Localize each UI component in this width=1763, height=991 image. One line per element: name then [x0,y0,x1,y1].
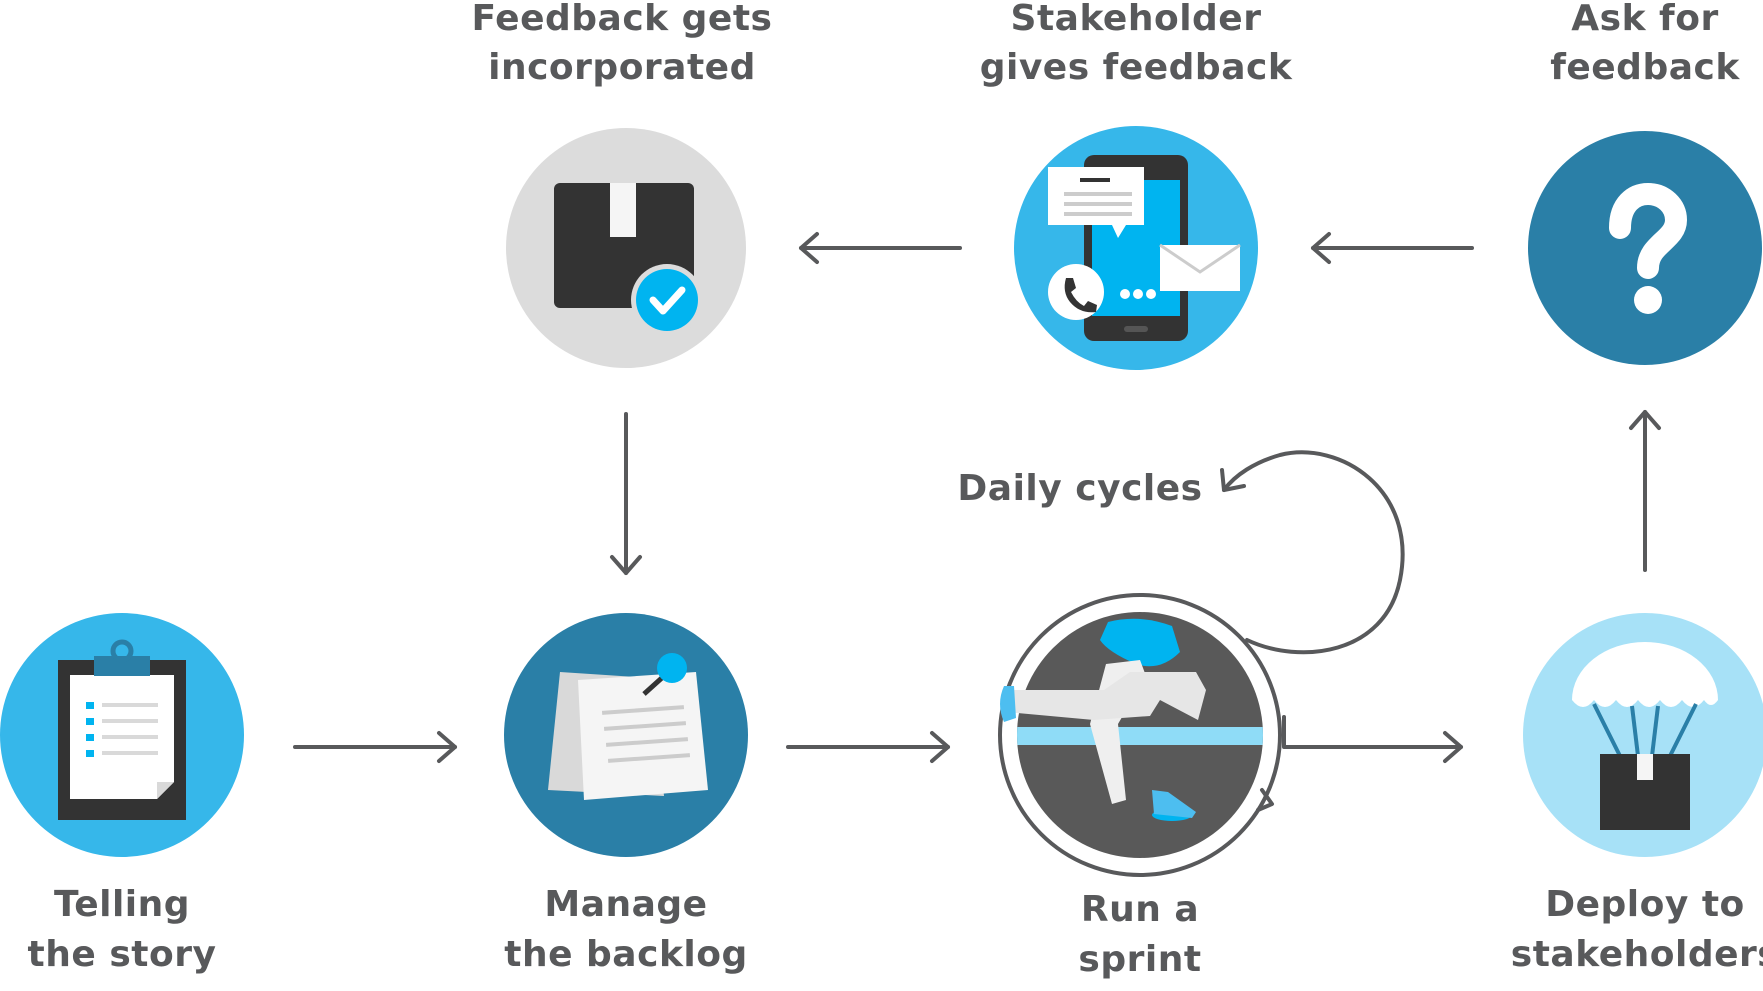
phone-messages-icon [1048,155,1241,341]
incorporated-label-line2: incorporated [488,47,756,88]
telling-story-label-line2: the story [28,934,217,975]
stakeholder-label-line2: gives feedback [980,47,1293,88]
runner-treadmill-icon [1000,618,1206,821]
deploy-label-line2: stakeholders [1511,934,1763,975]
run-sprint-label-line2: sprint [1078,939,1201,980]
step-stakeholder-gives-feedback: Stakeholder gives feedback [980,0,1293,370]
flow-arrow-stakeholder-to-incorporated [799,232,962,264]
ask-feedback-label-line1: Ask for [1571,0,1718,39]
daily-cycles-loop-arrow [1220,450,1405,655]
step-feedback-gets-incorporated: Feedback gets incorporated [472,0,773,368]
step-manage-the-backlog: Manage the backlog [504,613,748,975]
flow-arrow-sprint-to-deploy [1282,715,1463,763]
flow-arrow-incorporated-to-backlog [610,412,642,575]
box-check-icon [554,183,703,336]
clipboard-icon [58,639,186,820]
incorporated-label-line1: Feedback gets [472,0,773,39]
telling-story-label-line1: Telling [54,884,190,925]
flow-arrow-ask-to-stakeholder [1311,232,1474,264]
flow-arrow-story-to-backlog [293,731,457,763]
deploy-label-line1: Deploy to [1545,884,1745,925]
parachute-box-icon [1572,642,1718,830]
question-mark-icon [1609,182,1688,314]
daily-cycles-label: Daily cycles [957,468,1202,509]
pinned-notes-icon [548,653,708,800]
flow-arrow-deploy-to-ask [1629,410,1661,572]
run-sprint-label-line1: Run a [1081,889,1199,930]
manage-backlog-label-line1: Manage [544,884,707,925]
flow-arrow-backlog-to-sprint [786,731,950,763]
step-ask-for-feedback: Ask for feedback [1528,0,1762,365]
step-telling-the-story: Telling the story [0,613,244,975]
step-deploy-to-stakeholders: Deploy to stakeholders [1511,613,1763,975]
manage-backlog-label-line2: the backlog [504,934,747,975]
step-run-a-sprint: Run a sprint [998,593,1282,980]
ask-feedback-label-line2: feedback [1550,47,1740,88]
stakeholder-label-line1: Stakeholder [1011,0,1262,39]
